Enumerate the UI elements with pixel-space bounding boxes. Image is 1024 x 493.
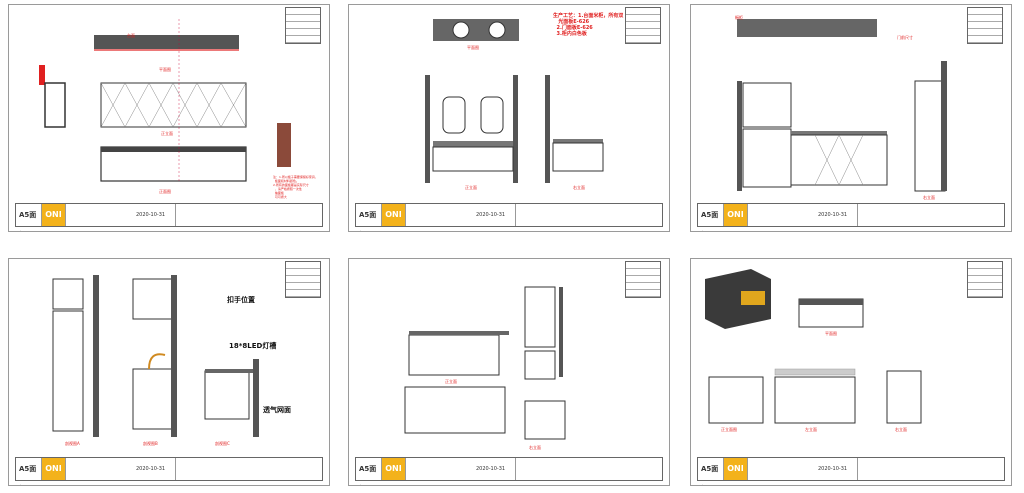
callout-vent-mesh: 透气网面 — [263, 406, 291, 414]
view-label: 剖视图B — [143, 441, 158, 446]
revision-table — [285, 261, 321, 298]
sheet-1-drawing — [39, 19, 291, 182]
view-label: 正立面 — [465, 185, 477, 190]
red-notes: 注：1.所以板子需要保留好家具， 板面和材料颜色。 2.所有的面板都是实际尺寸 … — [273, 175, 318, 199]
company-logo: ONI — [382, 204, 406, 226]
company-logo: ONI — [724, 458, 748, 480]
view-label: 正立面图 — [721, 427, 737, 432]
drawing-sheet-4[interactable]: 扣手位置 18*8LED灯槽 透气网面 剖视图A 剖视图B 剖视图C A5面板 … — [8, 258, 330, 486]
view-label: 右立面 — [573, 185, 585, 190]
revision-table — [285, 7, 321, 44]
view-label: 平面图 — [467, 45, 479, 50]
drawing-sheet-1[interactable]: 注：1.所以板子需要保留好家具， 板面和材料颜色。 2.所有的面板都是实际尺寸 … — [8, 4, 330, 232]
title-block: A5面板 ONI 2020-10-31 — [697, 203, 1005, 227]
sheet-6-drawing — [705, 269, 922, 424]
revision-table — [625, 7, 661, 44]
view-label: 剖视图A — [65, 441, 80, 446]
project-name: A5面板 — [356, 204, 382, 226]
view-label: 正立面 — [161, 131, 173, 136]
view-label: 右立面 — [923, 195, 935, 200]
title-block: A5面板 ONI 2020-10-31 — [15, 203, 323, 227]
view-label: 台面 — [127, 33, 135, 38]
title-block: A5面板 ONI 2020-10-31 — [697, 457, 1005, 481]
revision-table — [625, 261, 661, 298]
production-notes: 生产工艺：1.台面米柜，所有双 光面板E-626 2.门面板E-626 3.柜内… — [553, 13, 624, 37]
view-label: 正立面 — [445, 379, 457, 384]
project-name: A5面板 — [16, 458, 42, 480]
drawing-date: 2020-10-31 — [134, 204, 176, 226]
callout-handle-position: 扣手位置 — [227, 296, 255, 304]
view-label: 右立面 — [895, 427, 907, 432]
drawing-date: 2020-10-31 — [134, 458, 176, 480]
sheet-2-drawing — [425, 19, 604, 183]
drawing-date: 2020-10-31 — [474, 458, 516, 480]
view-label: 剖视图C — [215, 441, 230, 446]
view-label: 橱柜 — [735, 15, 743, 20]
project-name: A5面板 — [356, 458, 382, 480]
view-label: 右立面 — [529, 445, 541, 450]
project-name: A5面板 — [698, 204, 724, 226]
view-label: 正面图 — [159, 189, 171, 194]
company-logo: ONI — [382, 458, 406, 480]
sheet-5-drawing — [404, 286, 566, 440]
project-name: A5面板 — [16, 204, 42, 226]
project-name: A5面板 — [698, 458, 724, 480]
drawing-sheet-6[interactable]: 平面图 正立面图 左立面 右立面 A5面板 ONI 2020-10-31 — [690, 258, 1012, 486]
company-logo: ONI — [42, 458, 66, 480]
drawing-date: 2020-10-31 — [474, 204, 516, 226]
drawing-sheet-2[interactable]: 生产工艺：1.台面米柜，所有双 光面板E-626 2.门面板E-626 3.柜内… — [348, 4, 670, 232]
sheet-3-drawing — [737, 19, 947, 192]
view-label: 门前尺寸 — [897, 35, 913, 40]
revision-table — [967, 261, 1003, 298]
callout-led-slot: 18*8LED灯槽 — [229, 342, 277, 350]
drawing-date: 2020-10-31 — [816, 204, 858, 226]
drawing-sheet-3[interactable]: 橱柜 门前尺寸 右立面 A5面板 ONI 2020-10-31 — [690, 4, 1012, 232]
drawing-date: 2020-10-31 — [816, 458, 858, 480]
title-block: A5面板 ONI 2020-10-31 — [15, 457, 323, 481]
view-label: 左立面 — [805, 427, 817, 432]
company-logo: ONI — [42, 204, 66, 226]
title-block: A5面板 ONI 2020-10-31 — [355, 457, 663, 481]
drawing-sheet-5[interactable]: 右立面 正立面 A5面板 ONI 2020-10-31 — [348, 258, 670, 486]
view-label: 平面图 — [159, 67, 171, 72]
company-logo: ONI — [724, 204, 748, 226]
view-label: 平面图 — [825, 331, 837, 336]
revision-table — [967, 7, 1003, 44]
title-block: A5面板 ONI 2020-10-31 — [355, 203, 663, 227]
sheet-4-drawing — [52, 275, 259, 437]
